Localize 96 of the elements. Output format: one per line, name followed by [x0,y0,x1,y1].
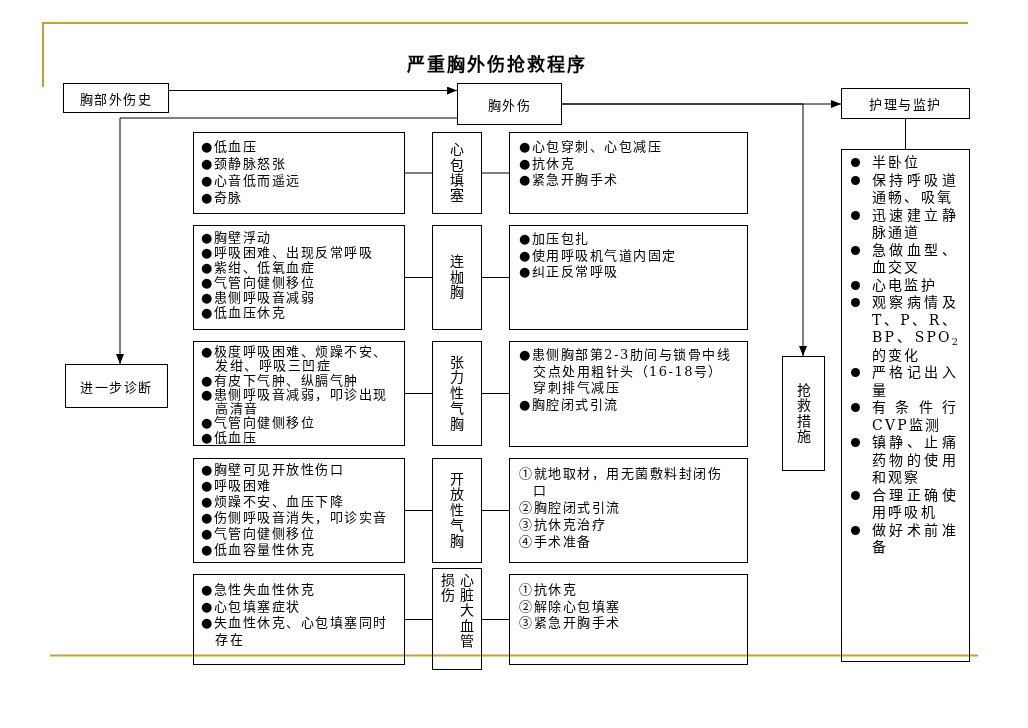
list-item: ●患侧呼吸音减弱 [201,290,316,305]
list-item: ●抗休克 [519,155,576,172]
list-item: 做好术前准备 [872,521,958,557]
connector-line [905,118,906,150]
box-label: 胸外伤 [487,96,532,114]
list-item: ●气管向健侧移位 [201,416,316,431]
list-item: ●使用呼吸机气道内固定 [519,247,677,264]
list-item: ●心音低而遥远 [201,172,301,189]
process-box [457,83,562,125]
list-item: ●奇脉 [201,189,243,206]
connector-line [481,277,510,278]
list-item: 有条件行CVP监测 [872,399,958,434]
list-item: 合理正确使用呼吸机 [872,486,958,522]
list-item: ①就地取材，用无菌敷料封闭伤口 [519,465,723,499]
arrow [168,86,458,95]
injury-type-box [432,225,482,330]
injury-type-box [432,132,482,214]
list-item: ●紧急开胸手术 [519,172,619,189]
symptom-list-box [193,225,405,330]
box-label: 胸部外伤史 [79,90,153,108]
list-item: ●呼吸困难、出现反常呼吸 [201,245,374,260]
connector-line [404,393,433,394]
list-item: ●紫绀、低氧血症 [201,260,316,275]
list-item: ③抗休克治疗 [519,516,606,533]
list-item: ②解除心包填塞 [519,598,621,615]
treatment-list-box [509,132,748,214]
list-item: ①抗休克 [519,582,577,599]
list-item: ●胸壁可见开放性伤口 [201,462,345,478]
box-label: 进一步诊断 [80,378,153,396]
list-item: ●烦躁不安、血压下降 [201,494,345,510]
diagram-title: 严重胸外伤抢救程序 [407,54,587,76]
treatment-list-box [509,458,748,563]
list-item: ●极度呼吸困难、烦躁不安、发绀、呼吸三凹症 [201,345,389,374]
vertical-label: 连枷胸 [450,254,464,301]
list-item: ●气管向健侧移位 [201,275,316,290]
treatment-list-box [509,574,748,665]
vertical-label: 心脏大血管损伤 [440,572,474,650]
process-box [841,88,970,119]
list-item: ●纠正反常呼吸 [519,264,619,281]
injury-type-box [432,458,482,563]
arrow [561,103,807,357]
list-item: 保持呼吸道通畅、吸氧 [872,171,958,207]
list-item: 半卧位 [872,154,921,172]
vertical-label: 抢救措施 [796,382,811,445]
list-item: 镇静、止痛药物的使用和观察 [872,434,958,487]
list-item: ●心包穿刺、心包减压 [519,139,663,156]
arrow [116,117,458,365]
symptom-list-box [193,574,405,665]
list-item: 迅速建立静脉通道 [872,206,958,242]
symptom-list-box [193,341,405,446]
connector-line [404,510,433,511]
connector-line [481,393,510,394]
connector-line [404,277,433,278]
list-item: ●呼吸困难 [201,478,272,494]
list-item: ●胸壁浮动 [201,230,272,245]
list-item: 严格记出入量 [872,364,958,399]
process-box [782,356,825,471]
vertical-label: 张力性气胸 [450,355,464,432]
list-item: ●加压包扎 [519,231,590,248]
symptom-list-box [193,458,405,563]
list-item: ●低血压 [201,430,258,446]
list-item: 急做血型、血交叉 [872,241,958,277]
list-item: ④手术准备 [519,533,592,550]
list-item: ●低血压休克 [201,305,287,320]
connector-line [404,172,433,174]
box-label: 护理与监护 [869,96,942,113]
list-item: ●低血压 [201,138,258,155]
connector-line [481,510,510,511]
list-item: ●低血容量性休克 [201,542,316,558]
injury-type-box [432,568,482,670]
symptom-list-box [193,132,405,214]
process-box [65,364,168,408]
process-box [63,83,169,113]
list-item: ③紧急开胸手术 [519,615,621,632]
list-item: ●伤侧呼吸音消失，叩诊实音 [201,510,388,526]
care-list-box [841,149,970,662]
list-item: ②胸腔闭式引流 [519,499,621,516]
vertical-label: 开放性气胸 [450,472,464,549]
list-item: ●急性失血性休克 [201,582,316,599]
list-item: ●患侧呼吸音减弱，叩诊出现高清音 [201,387,389,417]
vertical-label: 心包填塞 [450,142,464,204]
injury-type-box [432,341,482,446]
list-item: ●失血性休克、心包填塞同时存在 [201,615,389,648]
treatment-list-box [509,225,748,330]
list-item: ●胸腔闭式引流 [519,396,619,413]
list-item: ●有皮下气肿、纵膈气肿 [201,373,359,388]
connector-line [481,619,510,620]
list-item: 心电监护 [872,276,937,294]
list-item: ●心包填塞症状 [201,598,301,615]
list-item: ●颈静脉怒张 [201,155,287,172]
treatment-list-box [509,341,748,447]
connector-line [481,172,510,174]
list-item: 观察病情及T、P、R、BP、SPO$_{2}$的变化 [872,294,958,364]
list-item: ●患侧胸部第2-3肋间与锁骨中线交点处用粗针头（16-18号）穿刺排气减压 [519,347,733,397]
list-item: ●气管向健侧移位 [201,526,316,542]
connector-line [404,619,433,620]
